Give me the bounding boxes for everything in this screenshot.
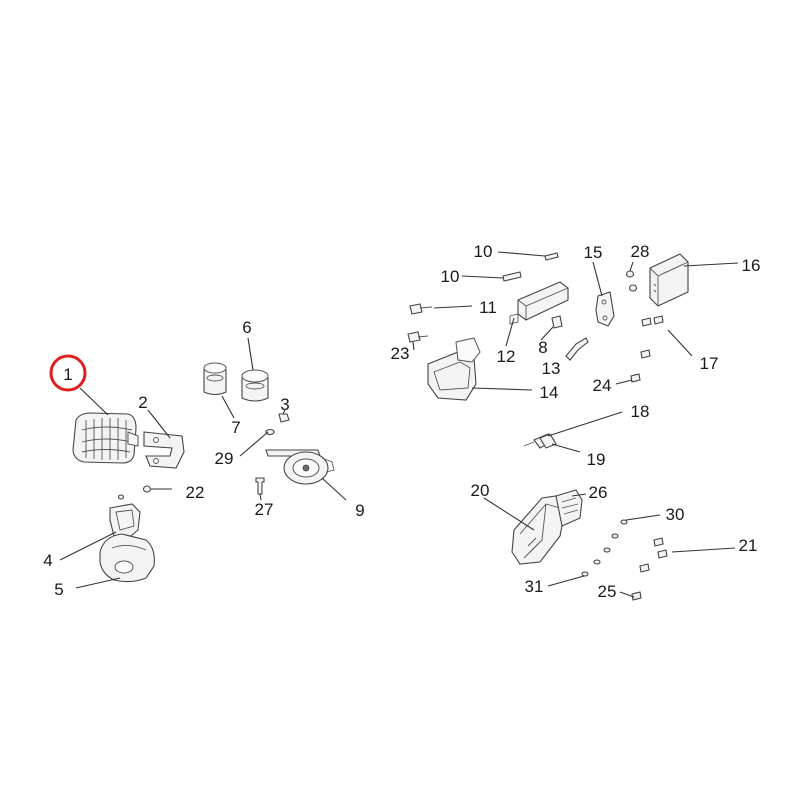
part-17-screws[interactable] — [640, 315, 664, 359]
callout-28[interactable]: 28 — [631, 242, 650, 261]
callout-24[interactable]: 24 — [593, 376, 612, 395]
callout-20[interactable]: 20 — [471, 481, 490, 500]
part-19-connector[interactable] — [523, 433, 557, 449]
callout-12[interactable]: 12 — [497, 347, 516, 366]
callout-18[interactable]: 18 — [631, 402, 650, 421]
part-30-washers[interactable] — [603, 519, 628, 553]
callout-16[interactable]: 16 — [742, 256, 761, 275]
part-27-bolt[interactable] — [255, 477, 265, 495]
part-13-strap[interactable] — [565, 337, 589, 361]
part-8-pin[interactable] — [551, 315, 563, 329]
callout-15[interactable]: 15 — [584, 243, 603, 262]
part-24-screw[interactable] — [630, 373, 641, 383]
callout-26[interactable]: 26 — [589, 483, 608, 502]
part-3-nut[interactable] — [278, 413, 290, 423]
part-22-screw[interactable] — [142, 485, 152, 493]
part-25-screw[interactable] — [631, 591, 642, 601]
callout-5[interactable]: 5 — [54, 580, 63, 599]
part-12-control-box[interactable] — [509, 281, 569, 325]
callout-30[interactable]: 30 — [666, 505, 685, 524]
part-7-cup[interactable] — [203, 362, 227, 396]
callout-7[interactable]: 7 — [231, 418, 240, 437]
callout-6[interactable]: 6 — [242, 318, 251, 337]
callout-10-lower[interactable]: 10 — [441, 267, 460, 286]
part-5-base-mount[interactable] — [99, 533, 155, 583]
callout-14[interactable]: 14 — [540, 383, 559, 402]
part-26-bracket-plate[interactable] — [555, 489, 583, 527]
part-28-nut[interactable] — [625, 270, 638, 292]
callout-27[interactable]: 27 — [255, 500, 274, 519]
part-16-module[interactable] — [649, 253, 689, 307]
part-15-bracket[interactable] — [595, 291, 615, 327]
callout-29[interactable]: 29 — [215, 449, 234, 468]
leader-lines — [59, 251, 739, 598]
part-20-mount-assembly[interactable] — [511, 495, 567, 565]
part-31-washer[interactable] — [581, 559, 601, 577]
callout-10-upper[interactable]: 10 — [474, 242, 493, 261]
callout-1-highlight-ring — [49, 354, 87, 392]
callout-9[interactable]: 9 — [355, 501, 364, 520]
callout-23[interactable]: 23 — [391, 344, 410, 363]
callout-4[interactable]: 4 — [43, 551, 52, 570]
callout-21[interactable]: 21 — [739, 536, 758, 555]
part-2-bracket[interactable] — [143, 431, 185, 469]
callout-11[interactable]: 11 — [479, 298, 497, 317]
part-6-cap[interactable] — [241, 369, 269, 402]
callout-25[interactable]: 25 — [598, 582, 617, 601]
callout-2[interactable]: 2 — [138, 393, 147, 412]
part-1-grille-housing[interactable] — [72, 412, 139, 464]
callout-13[interactable]: 13 — [542, 359, 561, 378]
callout-3[interactable]: 3 — [280, 395, 289, 414]
callout-31[interactable]: 31 — [525, 577, 544, 596]
callout-1[interactable]: 1 — [63, 365, 72, 384]
part-10-pin-upper[interactable] — [544, 252, 559, 261]
part-14-housing[interactable] — [427, 337, 481, 401]
part-9-horn[interactable] — [265, 449, 335, 485]
part-11-screw[interactable] — [409, 303, 433, 315]
callout-8[interactable]: 8 — [538, 338, 547, 357]
part-21-screws[interactable] — [639, 537, 668, 573]
part-4-mount-bracket[interactable] — [109, 494, 141, 541]
callout-19[interactable]: 19 — [587, 450, 606, 469]
callout-17[interactable]: 17 — [700, 354, 719, 373]
part-29-washer[interactable] — [265, 428, 275, 436]
part-23-screw[interactable] — [407, 331, 429, 343]
part-10-pin-lower[interactable] — [502, 271, 522, 282]
callout-22[interactable]: 22 — [186, 483, 205, 502]
